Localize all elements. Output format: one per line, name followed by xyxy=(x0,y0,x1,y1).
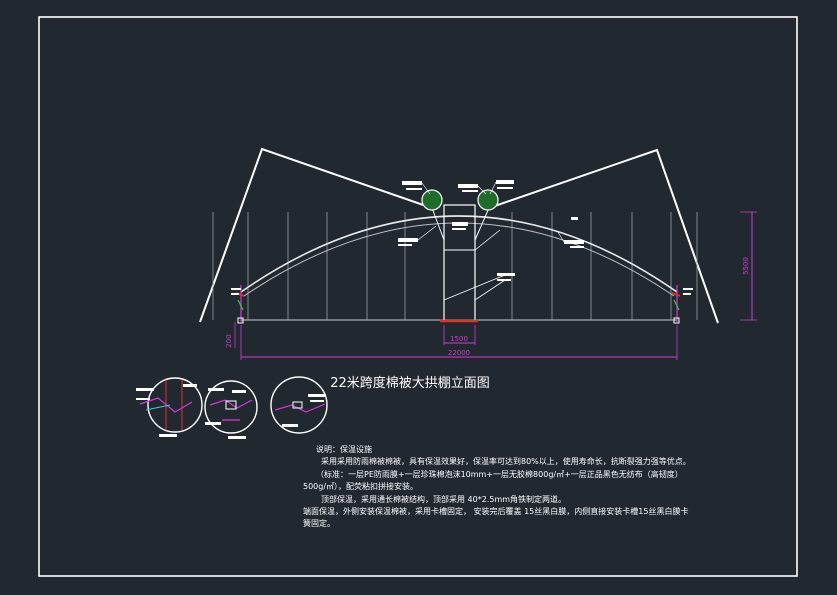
right-blanket-roll xyxy=(477,189,499,211)
detail-circle-1 xyxy=(136,377,203,437)
vertical-posts xyxy=(212,212,698,320)
drawing-title: 22米跨度棉被大拱棚立面图 xyxy=(330,376,490,391)
notes-line-3: 500g/㎡），配荧粘扣拼接安装。 xyxy=(303,482,419,492)
detail-circle-2 xyxy=(204,380,258,439)
detail-circle-3 xyxy=(270,376,328,434)
notes-line-4: 顶部保温，采用通长棉被结构，顶部采用 40*2.5mm角铁制定两道。 xyxy=(321,494,567,504)
leader-labels xyxy=(231,180,693,295)
right-wing-outline xyxy=(488,148,719,324)
notes-line-2: （标准：一层PE防雨膜+一层珍珠棉泡沫10mm+一层无胶棉800g/㎡+一层正品… xyxy=(316,469,683,479)
arch-inner xyxy=(243,222,675,297)
center-dimension: 1500 xyxy=(443,325,476,345)
center-dimension-label: 1500 xyxy=(450,335,468,343)
span-dimension-label: 22000 xyxy=(448,349,470,357)
arch-outer xyxy=(240,215,678,293)
height-dimension-label: 5500 xyxy=(742,257,750,275)
left-blanket-roll xyxy=(421,189,443,211)
height-dimension: 5500 xyxy=(740,211,757,321)
notes-heading: 说明：保温设施 xyxy=(316,445,372,454)
left-wing-outline xyxy=(199,147,433,323)
notes-line-5: 端面保温，外侧安装保温棉被，采用卡槽固定， 安装完后覆盖 15丝黑白膜，内侧直接… xyxy=(303,507,689,517)
right-end-detail xyxy=(671,285,681,324)
notes-line-6: 簧固定。 xyxy=(303,519,335,529)
notes-block: 说明：保温设施 采用采用防雨棉被棉被，具有保温效果好，保温率可达到80%以上，使… xyxy=(303,444,783,531)
notes-line-1: 采用采用防雨棉被棉被，具有保温效果好，保温率可达到80%以上，使用寿命长，抗断裂… xyxy=(321,457,691,467)
base-dimension: 200 xyxy=(225,322,236,348)
base-dimension-label: 200 xyxy=(225,334,233,347)
span-dimension: 22000 xyxy=(240,325,678,360)
drawing-border xyxy=(38,16,798,577)
